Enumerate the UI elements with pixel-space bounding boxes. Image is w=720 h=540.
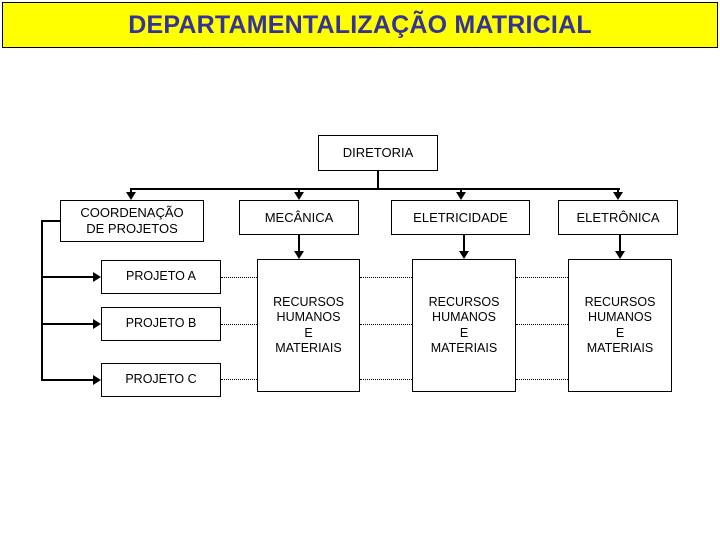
node-mecanica-label: MECÂNICA xyxy=(264,209,334,225)
node-projeto-a-label: PROJETO A xyxy=(126,269,196,284)
connector-mecanica-to-recursos xyxy=(298,235,300,253)
node-diretoria[interactable]: DIRETORIA xyxy=(318,135,438,171)
node-recursos-eletricidade[interactable]: RECURSOS HUMANOS E MATERIAIS xyxy=(412,259,516,392)
node-recursos-eletronica-label: RECURSOS HUMANOS E MATERIAIS xyxy=(584,295,656,355)
arrow-into-projeto-a xyxy=(93,272,101,282)
connector-bus-stub-mecanica xyxy=(298,188,300,194)
connector-diretoria-drop xyxy=(377,171,379,190)
matrix-dotline-a-3 xyxy=(516,277,568,278)
arrow-into-eletronica xyxy=(613,192,623,200)
arrow-into-recursos-eletricidade xyxy=(459,251,469,259)
node-recursos-mecanica[interactable]: RECURSOS HUMANOS E MATERIAIS xyxy=(257,259,360,392)
node-recursos-mecanica-label: RECURSOS HUMANOS E MATERIAIS xyxy=(273,295,344,355)
node-recursos-eletronica[interactable]: RECURSOS HUMANOS E MATERIAIS xyxy=(568,259,672,392)
connector-to-projeto-b xyxy=(41,323,95,325)
connector-projects-spine xyxy=(41,220,43,381)
arrow-into-coordenacao xyxy=(126,192,136,200)
node-mecanica[interactable]: MECÂNICA xyxy=(239,200,359,235)
matrix-dotline-a-1 xyxy=(221,277,257,278)
node-eletronica[interactable]: ELETRÔNICA xyxy=(558,200,678,235)
node-projeto-a[interactable]: PROJETO A xyxy=(101,260,221,294)
arrow-into-mecanica xyxy=(294,192,304,200)
arrow-into-recursos-mecanica xyxy=(294,251,304,259)
matrix-dotline-b-3 xyxy=(516,324,568,325)
arrow-into-recursos-eletronica xyxy=(615,251,625,259)
matrix-dotline-b-1 xyxy=(221,324,257,325)
matrix-dotline-a-2 xyxy=(360,277,412,278)
page-title: DEPARTAMENTALIZAÇÃO MATRICIAL xyxy=(128,10,592,39)
node-coordenacao-label: COORDENAÇÃO DE PROJETOS xyxy=(80,205,184,236)
connector-distribution-bus xyxy=(131,188,620,190)
node-projeto-b[interactable]: PROJETO B xyxy=(101,307,221,341)
connector-eletronica-to-recursos xyxy=(619,235,621,253)
node-eletricidade-label: ELETRICIDADE xyxy=(413,209,508,225)
node-eletronica-label: ELETRÔNICA xyxy=(576,209,660,225)
node-eletricidade[interactable]: ELETRICIDADE xyxy=(391,200,530,235)
connector-coord-left-stub xyxy=(41,220,62,222)
arrow-into-eletricidade xyxy=(456,192,466,200)
node-recursos-eletricidade-label: RECURSOS HUMANOS E MATERIAIS xyxy=(428,295,500,355)
matrix-dotline-b-2 xyxy=(360,324,412,325)
connector-to-projeto-a xyxy=(41,276,95,278)
matrix-dotline-c-3 xyxy=(516,379,568,380)
matrix-dotline-c-2 xyxy=(360,379,412,380)
connector-to-projeto-c xyxy=(41,379,95,381)
arrow-into-projeto-c xyxy=(93,375,101,385)
connector-bus-stub-eletronica xyxy=(617,188,619,194)
connector-eletricidade-to-recursos xyxy=(463,235,465,253)
arrow-into-projeto-b xyxy=(93,319,101,329)
title-banner: DEPARTAMENTALIZAÇÃO MATRICIAL xyxy=(2,2,718,48)
matrix-dotline-c-1 xyxy=(221,379,257,380)
node-coordenacao-de-projetos[interactable]: COORDENAÇÃO DE PROJETOS xyxy=(60,200,204,242)
node-projeto-b-label: PROJETO B xyxy=(125,316,197,331)
node-projeto-c-label: PROJETO C xyxy=(125,372,197,387)
connector-bus-stub-coordenacao xyxy=(130,188,132,194)
node-diretoria-label: DIRETORIA xyxy=(342,145,414,161)
node-projeto-c[interactable]: PROJETO C xyxy=(101,363,221,397)
connector-bus-stub-eletricidade xyxy=(460,188,462,194)
